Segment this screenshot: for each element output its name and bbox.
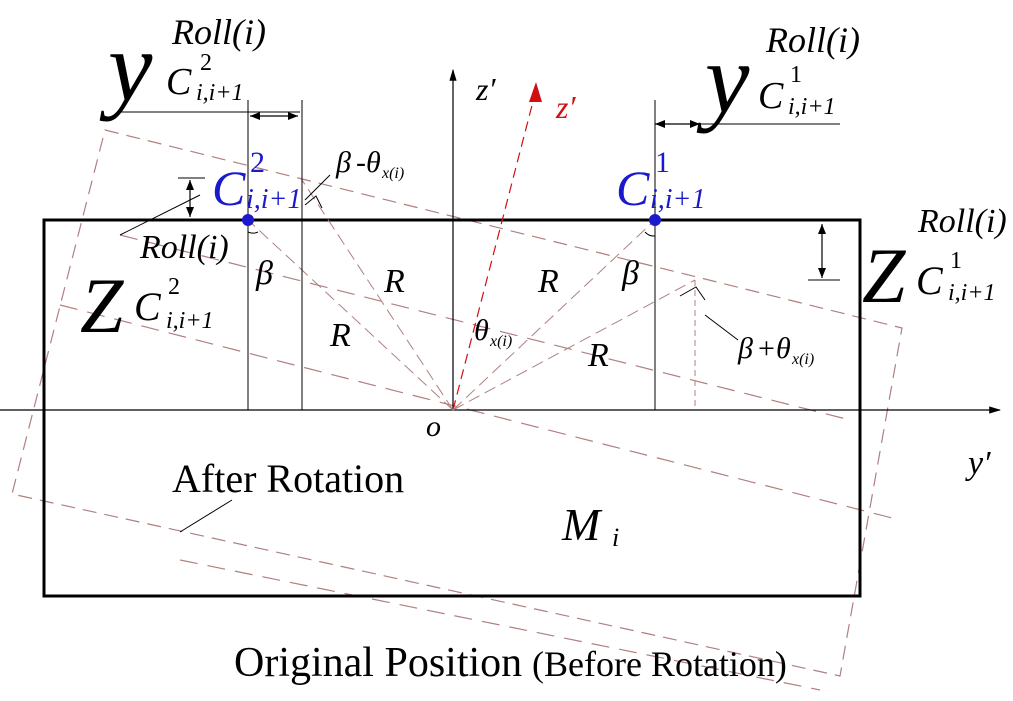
origin-label: o	[426, 410, 441, 443]
beta-plus-op: +	[758, 332, 775, 365]
y-right-arrow-left	[655, 120, 665, 128]
mass-sub: i	[612, 523, 619, 552]
z-right-arrow-up	[818, 224, 826, 234]
y-left-arrow-right	[288, 112, 298, 120]
beta-minus-corner	[304, 195, 323, 209]
beta-minus-sub: x(i)	[381, 165, 404, 182]
radius-lines	[247, 179, 696, 411]
c2-label: C 2 i,i+1	[212, 146, 301, 216]
y-left-inner-sup: 2	[200, 50, 212, 76]
z-left-inner-base: C	[134, 284, 162, 329]
axis-z-rot-label: z′	[555, 89, 576, 125]
y-right-label: y Roll(i) C 1 i,i+1	[696, 20, 860, 134]
y-right-arrow-right	[690, 120, 700, 128]
radius-label-1: R	[383, 263, 405, 300]
c2-sup: 2	[250, 146, 265, 179]
original-rectangle	[42, 218, 862, 598]
y-left-label: y Roll(i) C 2 i,i+1	[99, 11, 266, 122]
z-left-sup: Roll(i)	[139, 229, 229, 266]
original-position-caption: Original Position	[234, 640, 522, 686]
beta-plus-corner	[679, 286, 706, 301]
y-left-base: y	[99, 11, 153, 122]
c1-sub: i,i+1	[650, 184, 705, 215]
theta-sub: x(i)	[489, 333, 512, 350]
z-right-inner-base: C	[916, 258, 944, 303]
y-right-inner-base: C	[758, 75, 784, 117]
radius-label-2: R	[329, 317, 351, 354]
beta-plus-beta: β	[737, 332, 753, 365]
z-left-base: Z	[80, 262, 125, 349]
beta-arc-right	[644, 231, 656, 237]
z-right-inner-sup: 1	[950, 248, 962, 274]
radius-line-c2-rot	[301, 179, 454, 411]
beta-minus-theta-label: β - θ x(i)	[335, 146, 404, 182]
y-right-inner-sup: 1	[790, 62, 802, 88]
y-left-inner-base: C	[166, 61, 192, 103]
rotated-outline	[11, 129, 903, 677]
z-right-base: Z	[862, 232, 907, 319]
beta-minus-beta: β	[335, 146, 351, 179]
beta-plus-theta: θ	[776, 332, 791, 365]
beta-left-label: β	[255, 255, 273, 292]
z-left-inner-sup: 2	[168, 274, 180, 300]
z-left-arrow-down	[186, 207, 194, 217]
beta-minus-theta: θ	[366, 146, 381, 179]
c1-base: C	[616, 160, 650, 216]
rotated-z-axis	[452, 89, 537, 411]
z-left-arrow-up	[186, 180, 194, 190]
radius-label-3: R	[537, 263, 559, 300]
beta-right-label: β	[621, 255, 639, 292]
rotated-diagonal-lower	[59, 304, 901, 521]
beta-plus-theta-label: β + θ x(i)	[737, 332, 814, 368]
y-right-base: y	[696, 23, 750, 134]
rotated-z-arrowhead	[529, 82, 542, 102]
beta-minus-leader	[304, 174, 331, 201]
radius-label-4: R	[587, 337, 609, 374]
rotated-diagonal-top	[119, 234, 851, 421]
after-rotation-leader	[179, 499, 233, 533]
contact-point-c2	[242, 214, 254, 226]
c2-sub: i,i+1	[246, 184, 301, 215]
z-right-sup: Roll(i)	[917, 203, 1007, 240]
y-left-sup: Roll(i)	[171, 12, 266, 52]
mass-base: M	[561, 499, 603, 550]
theta-symbol: θ	[474, 314, 489, 347]
beta-plus-sub: x(i)	[791, 351, 814, 368]
y-right-sup: Roll(i)	[765, 20, 860, 60]
z-left-label: Z Roll(i) C 2 i,i+1	[80, 229, 229, 349]
z-right-label: Z Roll(i) C 1 i,i+1	[862, 203, 1007, 319]
radius-line-c2	[247, 219, 454, 411]
rotated-diagonal-bottom	[179, 559, 821, 691]
radius-line-c1-rot	[452, 279, 696, 411]
beta-arc-left	[247, 231, 259, 234]
axis-y-label: y′	[965, 445, 991, 482]
c2-base: C	[212, 160, 246, 216]
contact-point-c1	[649, 214, 661, 226]
y-left-inner-sub: i,i+1	[196, 80, 244, 106]
c1-sup: 1	[655, 146, 670, 179]
axis-z-label: z′	[475, 71, 496, 107]
y-right-inner-sub: i,i+1	[788, 94, 836, 120]
z-right-arrow-down	[818, 268, 826, 278]
beta-plus-leader	[704, 314, 739, 341]
theta-label: θ x(i)	[474, 314, 512, 350]
y-left-arrow-left	[250, 112, 260, 120]
c1-label: C 1 i,i+1	[616, 146, 705, 216]
after-rotation-caption: After Rotation	[172, 456, 404, 501]
z-left-inner-sub: i,i+1	[166, 308, 214, 334]
z-right-inner-sub: i,i+1	[948, 280, 996, 306]
z-left-leader	[119, 194, 201, 236]
beta-minus-op: -	[356, 146, 366, 179]
before-rotation-caption: (Before Rotation)	[532, 644, 787, 684]
mass-label: M i	[561, 499, 619, 552]
radius-line-c1	[452, 219, 656, 411]
